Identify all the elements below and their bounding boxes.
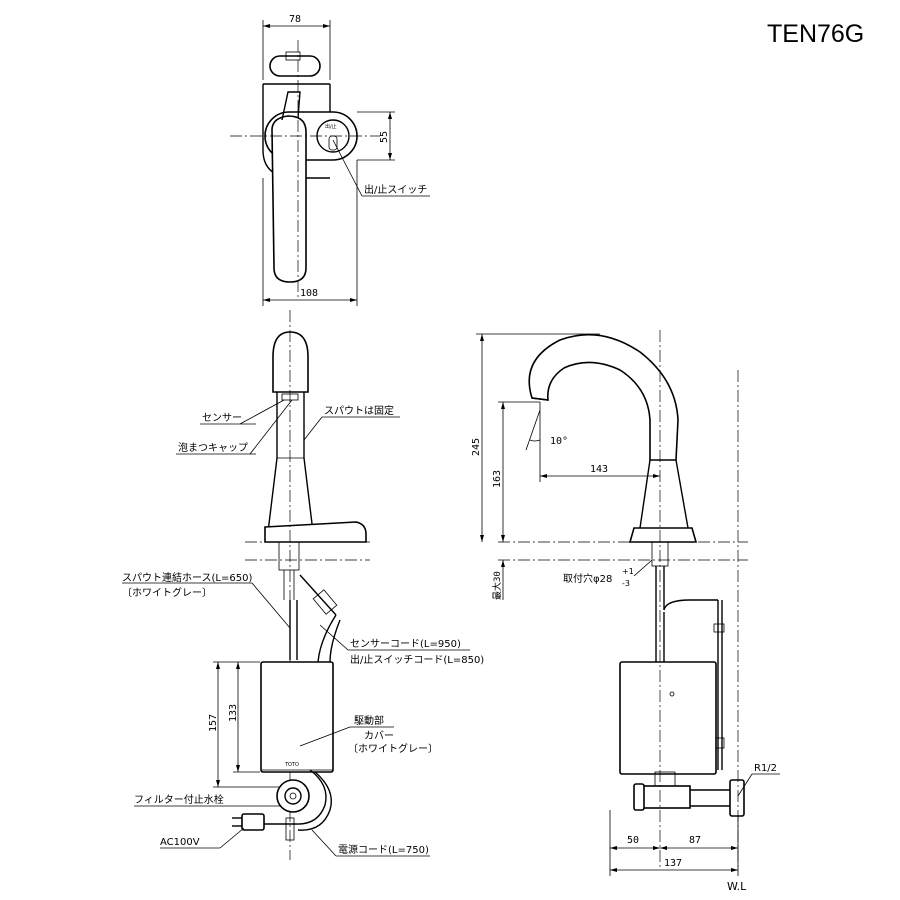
wl-label: W.L	[727, 880, 747, 893]
dim-137: 137	[664, 858, 682, 869]
dim-height: 55	[379, 131, 390, 143]
hose-color-label: 〔ホワイトグレー〕	[122, 586, 212, 599]
hole-tol-minus: -3	[622, 579, 630, 588]
r12-label: R1/2	[754, 763, 777, 774]
hole-label: 取付穴φ28	[563, 572, 612, 585]
cover-label: カバー	[364, 730, 394, 742]
spout-fixed-label: スパウトは固定	[324, 404, 394, 417]
switch-cord-label: 出/止スイッチコード(L=850)	[350, 653, 484, 666]
cover-color-label: 〔ホワイトグレー〕	[348, 742, 438, 755]
max-label: 最大30	[491, 571, 503, 600]
switch-label: 出/止スイッチ	[364, 183, 427, 196]
angle-label: 10°	[550, 436, 568, 447]
hole-tol-plus: +1	[622, 567, 634, 576]
dim-87: 87	[689, 835, 701, 846]
sensor-label: センサー	[202, 412, 242, 424]
dim-163: 163	[492, 470, 503, 488]
dim-133: 133	[228, 704, 239, 722]
brand-mark: TOTO	[284, 762, 299, 768]
front-view: TOTO 157 133 センサー 泡まつキャップ スパウトは固定	[122, 310, 484, 860]
drive-unit-label: 駆動部	[354, 714, 384, 727]
sensor-cord-label: センサーコード(L=950)	[350, 638, 461, 650]
hose-label: スパウト連結ホース(L=650)	[122, 571, 252, 584]
dim-50: 50	[627, 835, 639, 846]
top-view: 出/止 78 55 108 出/止スイッチ	[230, 14, 430, 306]
dim-length: 108	[300, 288, 318, 299]
filter-valve-label: フィルター付止水栓	[134, 793, 224, 806]
dim-157: 157	[208, 714, 219, 732]
side-view: 245 163 10° 143 最大30 取付穴φ28 +1 -3 R1/2	[471, 330, 780, 893]
dim-width: 78	[289, 14, 301, 25]
power-cord-label: 電源コード(L=750)	[338, 843, 429, 856]
dim-143: 143	[590, 464, 608, 475]
dim-245: 245	[471, 438, 482, 456]
switch-mark: 出/止	[325, 123, 337, 130]
ac-label: AC100V	[160, 837, 200, 848]
model-title: TEN76G	[767, 20, 864, 48]
aerator-cap-label: 泡まつキャップ	[178, 441, 248, 454]
